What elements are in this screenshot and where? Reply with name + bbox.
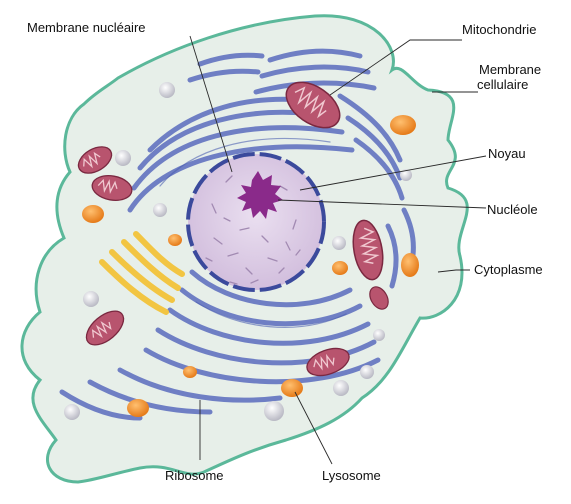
label-nucleole: Nucléole (487, 202, 538, 217)
label-noyau: Noyau (488, 146, 526, 161)
label-cytoplasme: Cytoplasme (474, 262, 543, 277)
label-mitochondrie: Mitochondrie (462, 22, 536, 37)
label-membrane-cellulaire-line2: cellulaire (477, 77, 528, 92)
label-ribosome: Ribosome (165, 468, 224, 483)
label-membrane-nucleaire: Membrane nucléaire (27, 20, 146, 35)
label-lysosome: Lysosome (322, 468, 381, 483)
label-membrane-cellulaire-line1: Membrane (479, 62, 541, 77)
